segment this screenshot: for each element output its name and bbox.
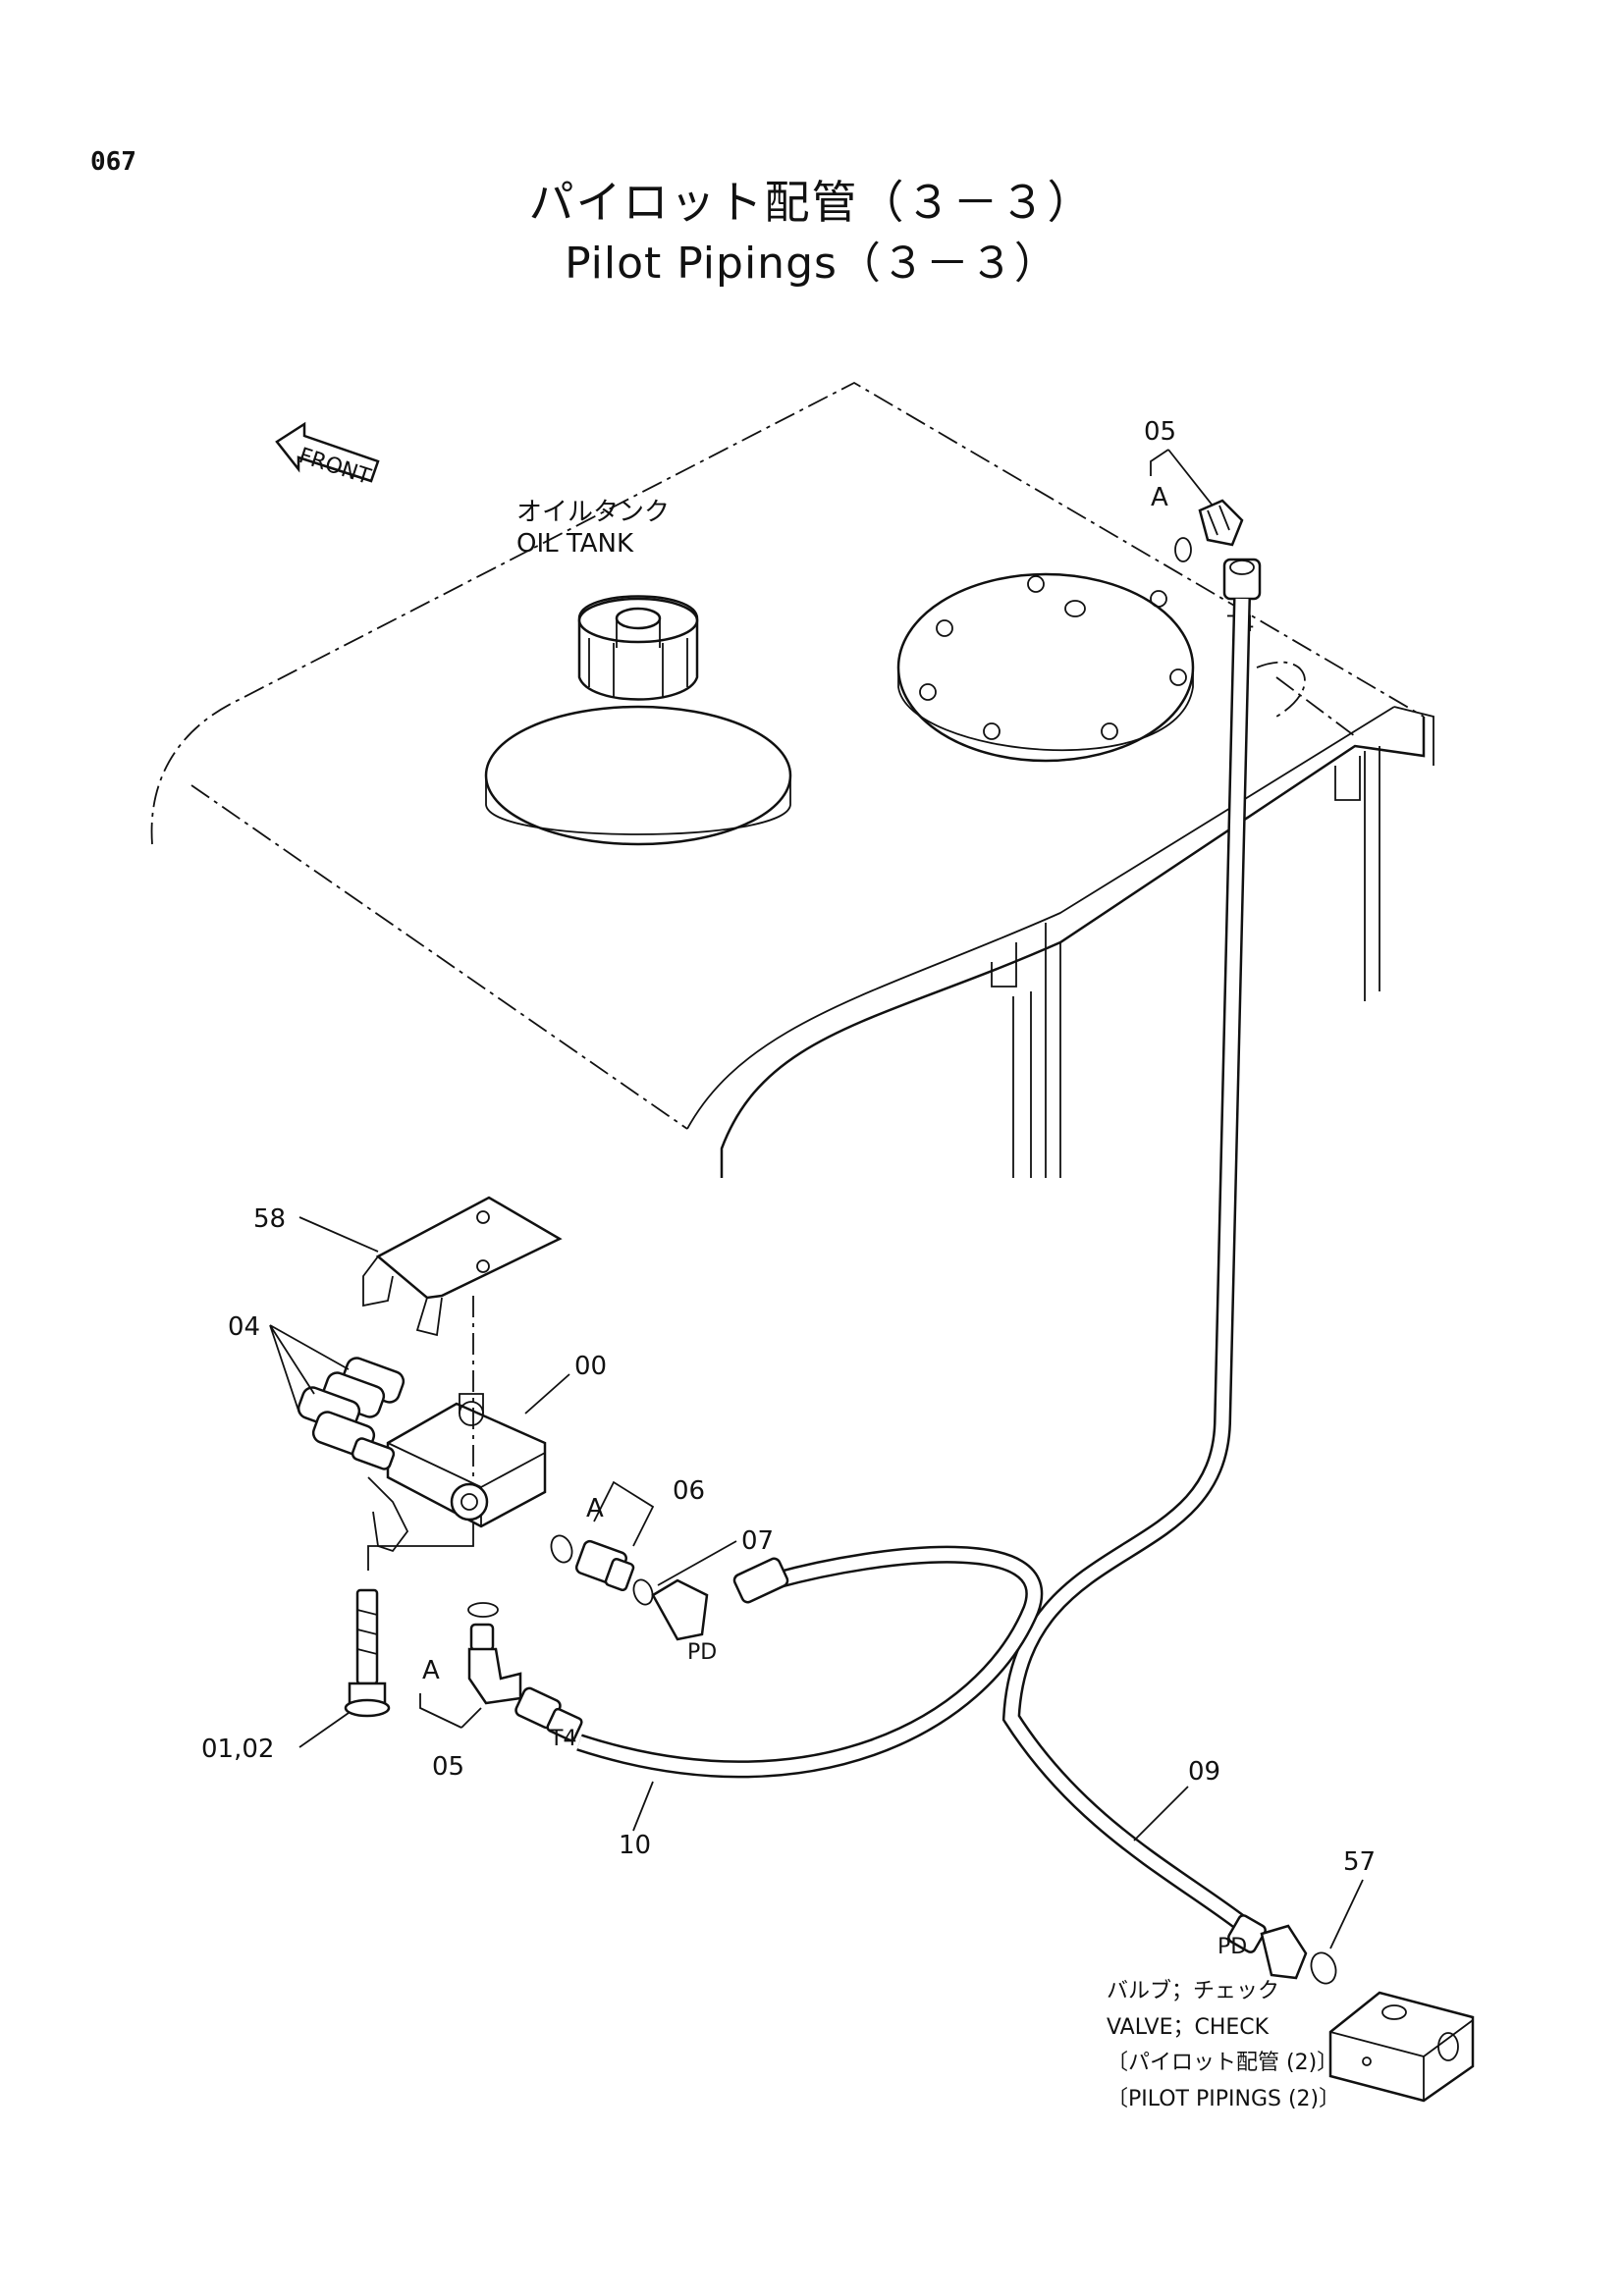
oil-tank-label-jp: オイルタンク	[516, 498, 670, 527]
part-01-02: 01,02	[201, 1735, 274, 1764]
check-valve-label-jp: バルブ；チェック	[1107, 1979, 1279, 2003]
fittings-04	[297, 1357, 406, 1470]
hose-end-pd-low	[1227, 1914, 1308, 1980]
title-japanese: パイロット配管（３－３）	[528, 176, 1095, 229]
part-00: 00	[574, 1352, 607, 1381]
check-valve-ref-en: 〔PILOT PIPINGS (2)〕	[1107, 2087, 1340, 2111]
o-ring-a-mid	[550, 1534, 573, 1564]
bottom-elbow-fitting	[467, 1602, 522, 1705]
oil-tank-label-en: OIL TANK	[516, 529, 634, 559]
check-valve-block	[1328, 1991, 1475, 2103]
title-english: Pilot Pipings（３－３）	[565, 239, 1058, 289]
part-04: 04	[228, 1312, 260, 1342]
part-57: 57	[1343, 1847, 1376, 1877]
bracket-58	[362, 1196, 563, 1337]
check-valve-ref-jp: 〔パイロット配管 (2)〕	[1107, 2051, 1338, 2075]
o-ring-57	[1310, 1951, 1337, 1985]
hose-end-pd-mid	[651, 1557, 789, 1641]
part-10: 10	[619, 1831, 651, 1860]
port-a-low: A	[422, 1656, 440, 1685]
front-arrow-icon: FRONT	[275, 421, 380, 490]
tank-flange-cover	[896, 572, 1195, 763]
bolt-01-02	[344, 1588, 391, 1718]
hose-end-t4	[514, 1686, 583, 1742]
page-number: 067	[90, 147, 136, 177]
check-valve-label-en: VALVE；CHECK	[1107, 2015, 1270, 2040]
part-05-bottom: 05	[432, 1752, 464, 1782]
port-a-top: A	[1151, 483, 1168, 512]
adapter-06	[574, 1539, 635, 1592]
o-ring-07	[632, 1578, 654, 1606]
part-05-top: 05	[1144, 417, 1176, 447]
port-a-mid: A	[586, 1494, 604, 1523]
port-t4-low: T4	[549, 1727, 576, 1751]
port-pd-mid: PD	[687, 1640, 717, 1665]
valve-block-00	[367, 1393, 547, 1553]
part-09: 09	[1188, 1757, 1220, 1787]
filler-cap	[484, 595, 792, 846]
part-07: 07	[741, 1526, 774, 1556]
top-elbow-fitting	[1174, 499, 1262, 601]
part-06: 06	[673, 1476, 705, 1506]
port-pd-low: PD	[1217, 1935, 1247, 1959]
front-label: FRONT	[296, 444, 374, 490]
part-58: 58	[253, 1204, 286, 1234]
oil-tank	[150, 381, 1434, 1178]
